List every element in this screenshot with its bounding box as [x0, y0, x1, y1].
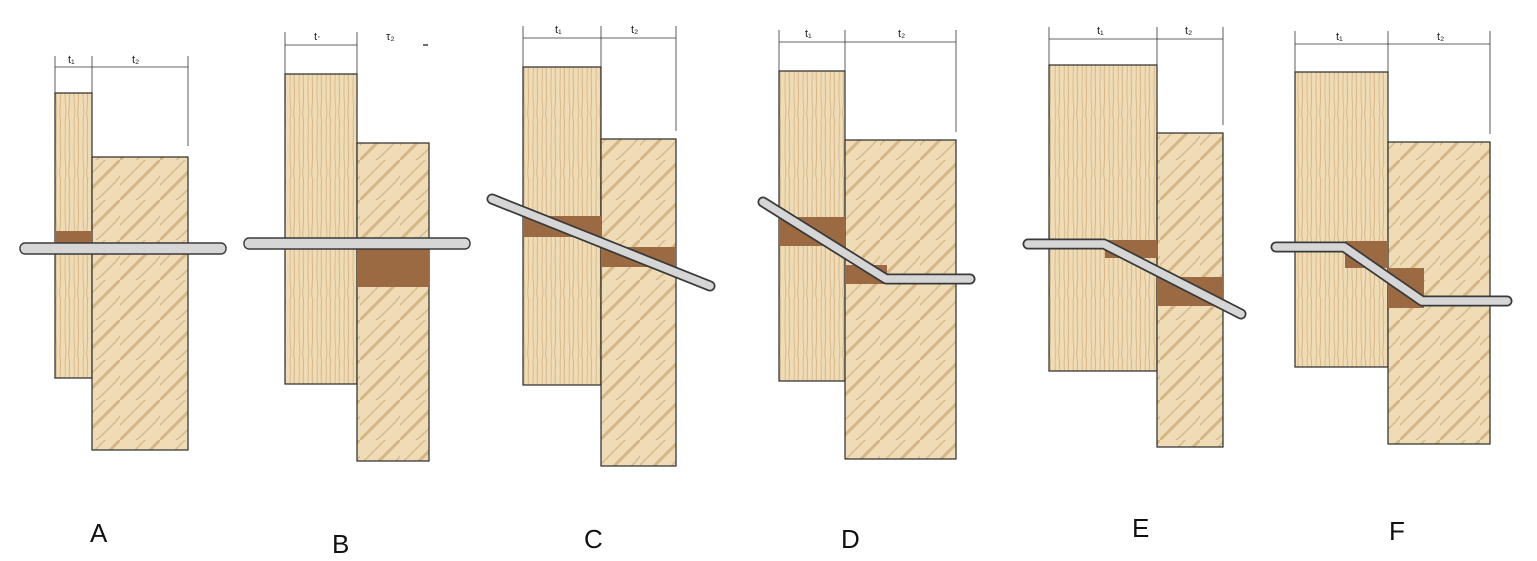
- member-t2: [600, 138, 677, 467]
- member-t1: [1048, 64, 1158, 372]
- figure-label: F: [1389, 516, 1405, 546]
- member-t2: [91, 156, 189, 451]
- t1-label: t·: [314, 31, 321, 43]
- t1-label: t₁: [555, 24, 562, 36]
- dowel-rod: [243, 237, 471, 250]
- figure-label: D: [841, 524, 860, 554]
- t1-label: t₁: [68, 54, 75, 66]
- t2-label: t₂: [898, 28, 905, 40]
- t2-label: t₂: [1437, 31, 1444, 43]
- t1-label: t₁: [1336, 31, 1343, 43]
- t2-label: τ₂: [386, 31, 395, 43]
- t2-label: t₂: [1185, 25, 1192, 37]
- figure-label: E: [1132, 513, 1149, 543]
- figure-label: C: [584, 524, 603, 554]
- t1-label: t₁: [1097, 25, 1104, 37]
- figure-label: B: [332, 529, 349, 559]
- figure-e: t₁ t₂ E: [1022, 25, 1247, 543]
- member-t1: [284, 73, 358, 385]
- member-t2: [356, 142, 430, 462]
- member-t1: [1294, 71, 1389, 368]
- member-t2: [844, 139, 957, 460]
- contact-zone: [357, 243, 429, 287]
- t1-label: t₁: [805, 28, 812, 40]
- t2-label: t₂: [631, 24, 638, 36]
- figure-d: t₁ t₂ D: [757, 28, 976, 554]
- figure-f: t₁ t₂ F: [1270, 31, 1513, 546]
- figure-b: t· τ₂ B: [243, 31, 471, 559]
- t2-label: t₂: [132, 54, 139, 66]
- figure-a: t₁ t₂ A: [19, 54, 227, 548]
- figure-label: A: [90, 518, 108, 548]
- figure-c: t₁ t₂ C: [486, 24, 716, 554]
- dowel-rod: [19, 242, 227, 255]
